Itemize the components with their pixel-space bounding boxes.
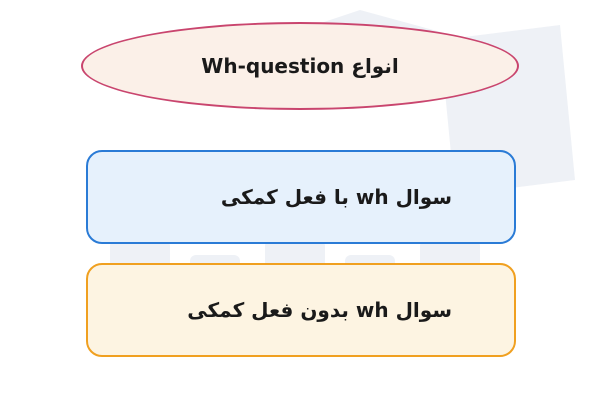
title-oval: انواع Wh-question bbox=[81, 22, 519, 110]
box-without-auxiliary-verb: سوال wh بدون فعل کمکی bbox=[86, 263, 516, 357]
title-text: انواع Wh-question bbox=[201, 54, 399, 78]
box-without-auxiliary-verb-text: سوال wh بدون فعل کمکی bbox=[187, 298, 452, 322]
box-with-auxiliary-verb: سوال wh با فعل کمکی bbox=[86, 150, 516, 244]
box-with-auxiliary-verb-text: سوال wh با فعل کمکی bbox=[220, 185, 452, 209]
